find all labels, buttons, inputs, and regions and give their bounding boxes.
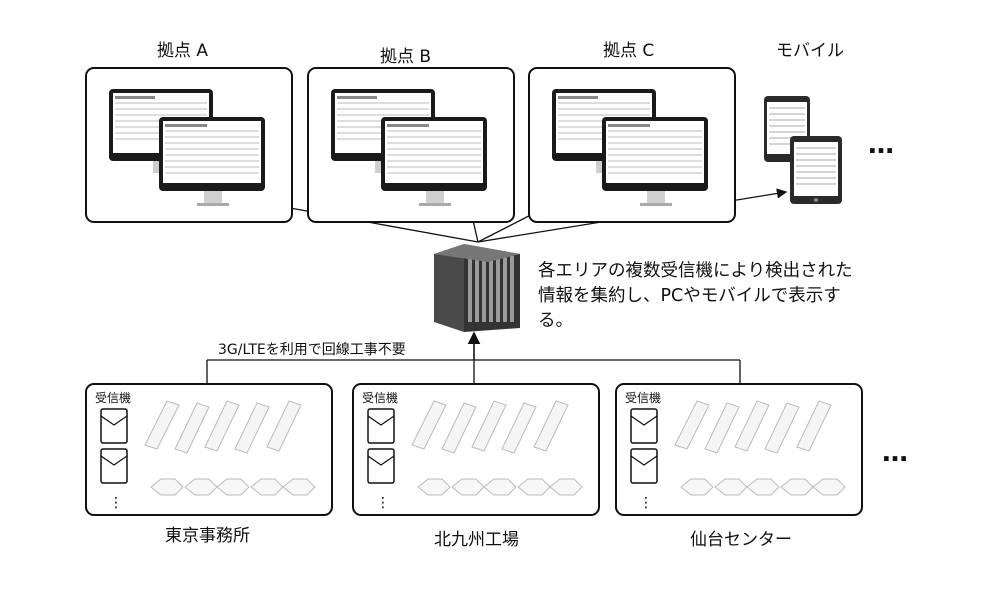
factory-sendai-label: 仙台センター — [690, 530, 792, 550]
factory-sendai-box: 受信機 ⋮ — [615, 383, 863, 516]
factory-kitakyushu-label: 北九州工場 — [434, 530, 519, 550]
site-c-label: 拠点 C — [603, 41, 655, 61]
site-a-box — [85, 67, 293, 223]
server-icon — [434, 244, 520, 332]
monitor-pair-icon — [552, 89, 708, 206]
svg-text:⋮: ⋮ — [376, 495, 390, 511]
receiver-devices-icon: ⋮ — [100, 400, 316, 511]
receiver-tag: 受信機 — [625, 391, 662, 405]
factory-kitakyushu-box: 受信機 ⋮ — [352, 383, 600, 516]
receiver-tag: 受信機 — [95, 391, 132, 405]
tablet-icon — [764, 96, 842, 204]
arrow-to-site-a — [266, 200, 479, 243]
monitor-pair-icon — [109, 89, 265, 206]
site-b-box — [307, 67, 515, 223]
receiver-devices-icon: ⋮ — [367, 400, 583, 511]
more-sites-ellipsis: … — [868, 130, 897, 160]
server-caption: 各エリアの複数受信機により検出された情報を集約し、PCやモバイルで表示する。 — [538, 261, 853, 331]
receiver-devices-icon: ⋮ — [630, 400, 846, 511]
svg-text:⋮: ⋮ — [109, 495, 123, 511]
mobile-label: モバイル — [776, 41, 844, 61]
monitor-pair-icon — [331, 89, 487, 206]
site-c-box — [528, 67, 736, 223]
site-a-label: 拠点 A — [157, 41, 209, 61]
factory-tokyo-label: 東京事務所 — [165, 526, 250, 546]
uplink-label: 3G/LTEを利用で回線工事不要 — [218, 342, 406, 358]
more-factories-ellipsis: … — [882, 438, 911, 468]
svg-text:⋮: ⋮ — [639, 495, 653, 511]
receiver-tag: 受信機 — [362, 391, 399, 405]
site-b-label: 拠点 B — [380, 47, 432, 67]
factory-tokyo-box: 受信機 ⋮ — [85, 383, 333, 516]
